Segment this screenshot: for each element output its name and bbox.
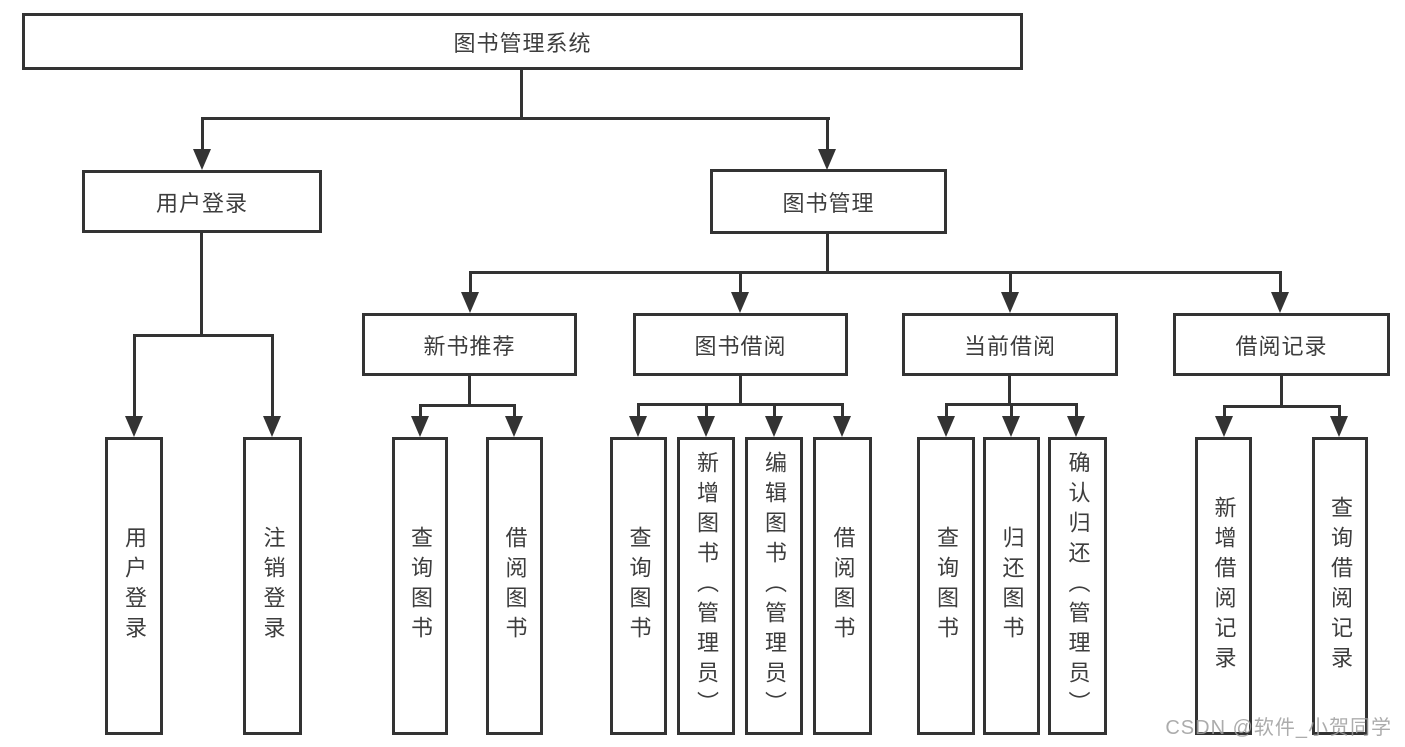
leaf-label: 查询图书: [408, 526, 433, 646]
leaf-label: 归还图书: [999, 526, 1025, 646]
leaf-query-borrow-record: 查询借阅记录: [1312, 437, 1368, 735]
connector-segment: [1338, 405, 1341, 420]
node-borrowing-records: 借阅记录: [1173, 313, 1390, 376]
connector-segment: [945, 403, 948, 420]
connector-segment: [469, 271, 472, 294]
arrowhead-icon: [731, 292, 749, 313]
connector-segment: [841, 403, 844, 420]
connector-segment: [1010, 403, 1013, 420]
connector-segment: [637, 403, 640, 420]
connector-segment: [200, 232, 203, 336]
csdn-watermark: CSDN @软件_小贺同学: [1165, 717, 1392, 739]
leaf-label: 查询借阅记录: [1328, 496, 1353, 676]
arrowhead-icon: [697, 416, 715, 437]
connector-segment: [201, 117, 830, 120]
arrowhead-icon: [461, 292, 479, 313]
leaf-edit-books-admin: 编辑图书（管理员）: [745, 437, 803, 735]
node-label: 图书管理: [782, 190, 875, 216]
connector-segment: [1223, 405, 1226, 420]
arrowhead-icon: [818, 149, 836, 170]
leaf-return-books: 归还图书: [983, 437, 1040, 735]
leaf-label: 新增借阅记录: [1211, 496, 1237, 676]
node-book-borrowing: 图书借阅: [633, 313, 848, 376]
connector-segment: [1223, 405, 1341, 408]
leaf-add-borrow-record: 新增借阅记录: [1195, 437, 1252, 735]
connector-segment: [826, 117, 829, 150]
connector-segment: [133, 334, 136, 420]
connector-segment: [705, 403, 708, 420]
connector-segment: [1009, 271, 1012, 294]
arrowhead-icon: [1330, 416, 1348, 437]
node-label: 图书管理系统: [453, 30, 592, 56]
connector-segment: [468, 375, 471, 407]
leaf-label: 新增图书（管理员）: [694, 451, 719, 721]
arrowhead-icon: [765, 416, 783, 437]
arrowhead-icon: [505, 416, 523, 437]
leaf-label: 查询图书: [626, 526, 652, 646]
leaf-add-books-admin: 新增图书（管理员）: [677, 437, 735, 735]
connector-segment: [739, 271, 742, 294]
node-current-borrowing: 当前借阅: [902, 313, 1118, 376]
leaf-label: 借阅图书: [830, 526, 856, 646]
connector-segment: [637, 403, 843, 406]
arrowhead-icon: [1002, 416, 1020, 437]
arrowhead-icon: [629, 416, 647, 437]
arrowhead-icon: [1271, 292, 1289, 313]
node-label: 当前借阅: [963, 333, 1056, 359]
connector-segment: [1008, 375, 1011, 406]
connector-segment: [271, 334, 274, 420]
node-user-login: 用户登录: [82, 170, 322, 233]
connector-segment: [1280, 375, 1283, 408]
leaf-label: 确认归还（管理员）: [1065, 451, 1091, 721]
arrowhead-icon: [937, 416, 955, 437]
node-label: 图书借阅: [694, 333, 787, 359]
connector-segment: [1279, 271, 1282, 294]
arrowhead-icon: [263, 416, 281, 437]
connector-segment: [513, 404, 516, 420]
node-root-library-system: 图书管理系统: [22, 13, 1023, 70]
leaf-label: 编辑图书（管理员）: [762, 451, 787, 721]
arrowhead-icon: [1067, 416, 1085, 437]
leaf-borrow-books-recommend: 借阅图书: [486, 437, 543, 735]
connector-segment: [469, 271, 1282, 274]
leaf-user-login: 用户登录: [105, 437, 163, 735]
leaf-label: 注销登录: [260, 526, 286, 646]
arrowhead-icon: [411, 416, 429, 437]
leaf-query-books-current: 查询图书: [917, 437, 975, 735]
connector-segment: [133, 334, 274, 337]
arrowhead-icon: [833, 416, 851, 437]
connector-segment: [773, 403, 776, 420]
connector-segment: [419, 404, 422, 420]
leaf-label: 借阅图书: [502, 526, 528, 646]
connector-segment: [1075, 403, 1078, 420]
leaf-label: 查询图书: [934, 526, 959, 646]
connector-segment: [520, 69, 523, 119]
leaf-query-books-borrow: 查询图书: [610, 437, 667, 735]
node-label: 借阅记录: [1235, 333, 1328, 359]
node-label: 用户登录: [155, 190, 248, 216]
leaf-confirm-return-admin: 确认归还（管理员）: [1048, 437, 1107, 735]
arrowhead-icon: [125, 416, 143, 437]
arrowhead-icon: [1001, 292, 1019, 313]
leaf-logout: 注销登录: [243, 437, 302, 735]
leaf-label: 用户登录: [122, 526, 147, 646]
connector-segment: [419, 404, 516, 407]
connector-segment: [201, 117, 204, 150]
arrowhead-icon: [193, 149, 211, 170]
leaf-borrow-books: 借阅图书: [813, 437, 872, 735]
connector-segment: [826, 233, 829, 273]
node-new-book-recommendation: 新书推荐: [362, 313, 577, 376]
arrowhead-icon: [1215, 416, 1233, 437]
connector-segment: [739, 375, 742, 406]
node-label: 新书推荐: [423, 333, 516, 359]
leaf-query-books-recommend: 查询图书: [392, 437, 448, 735]
node-book-management: 图书管理: [710, 169, 947, 234]
